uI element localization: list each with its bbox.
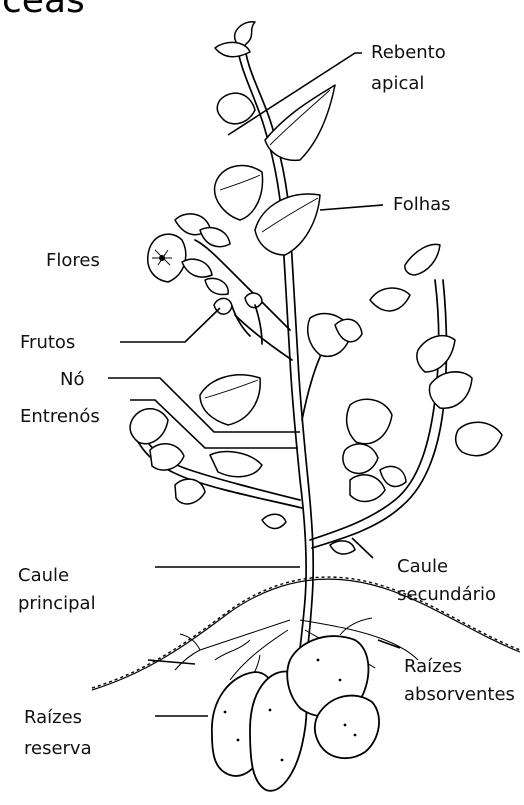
leaf-far-right-3: [417, 336, 455, 372]
label-rebento: Rebento: [371, 40, 446, 65]
leaf-far-right-5: [456, 422, 502, 455]
label-no: Nó: [60, 367, 84, 392]
flower-4: [182, 259, 212, 277]
leaf-left-low: [130, 409, 168, 444]
leaf-mid-left: [215, 166, 263, 220]
label-reserva: reserva: [24, 736, 92, 761]
label-folhas: Folhas: [393, 192, 451, 217]
label-flores: Flores: [46, 248, 100, 273]
label-entrenos: Entrenós: [20, 404, 100, 429]
leaf-far-right-4: [429, 372, 472, 408]
leaf-left-low-4: [210, 452, 262, 477]
leaf-right-mid-2: [343, 444, 378, 474]
fruit-branch: [235, 315, 292, 360]
leaf-upper-right: [265, 85, 335, 160]
label-apical: apical: [371, 71, 424, 96]
leader-caule-secundario: [352, 538, 373, 558]
flower-5: [205, 278, 228, 294]
leaf-right-low: [350, 475, 385, 502]
flower-3: [200, 228, 230, 247]
leaf-far-right-top: [405, 244, 440, 275]
leaf-folhas: [255, 194, 320, 255]
label-caule: Caule: [18, 563, 69, 588]
leaf-far-right-2: [370, 288, 410, 311]
leaf-right-mid: [347, 399, 392, 443]
leaf-node-small: [330, 541, 355, 554]
label-raizes-res: Raízes: [24, 705, 82, 730]
label-principal: principal: [18, 591, 96, 616]
leaf-right-low-2: [380, 466, 406, 486]
leader-frutos: [120, 308, 220, 342]
label-caule-sec: Caule: [397, 554, 448, 579]
label-frutos: Frutos: [20, 330, 75, 355]
leaf-left-low-3: [175, 479, 205, 504]
label-absorventes: absorventes: [404, 682, 515, 707]
flower-1: [148, 234, 186, 282]
leaf-left-low-5: [262, 514, 286, 528]
fruit-2: [245, 293, 262, 308]
label-raizes-abs: Raízes: [404, 654, 462, 679]
label-secundario: secundário: [397, 582, 496, 607]
leader-folhas: [320, 205, 383, 210]
leaf-upper-left: [217, 93, 255, 124]
